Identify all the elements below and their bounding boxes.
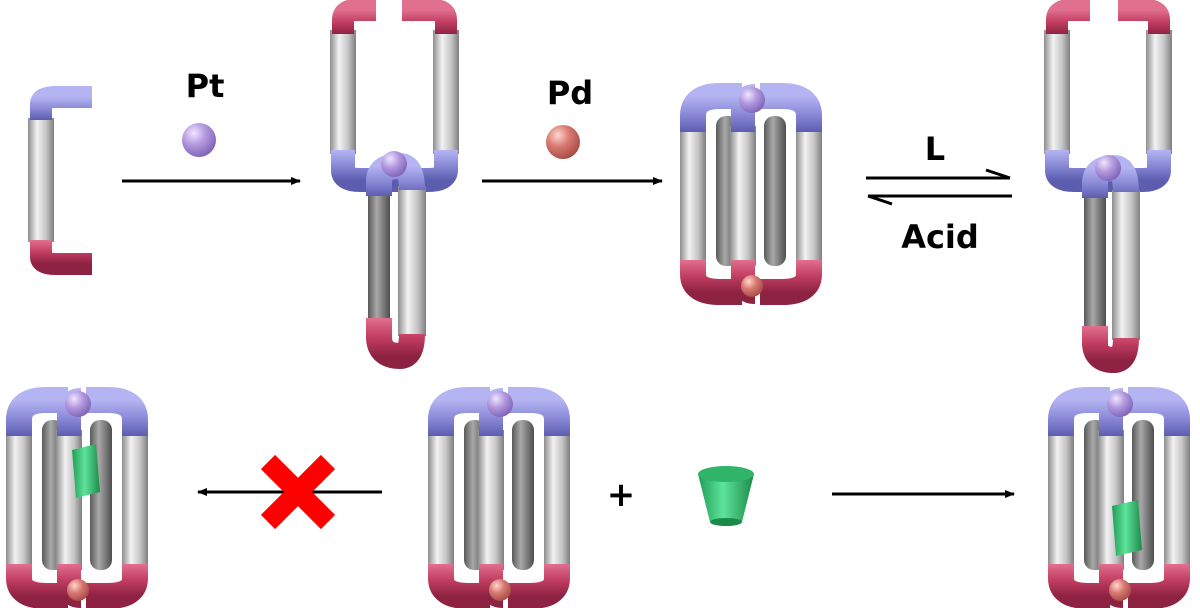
reopened-complex [1044,0,1172,374]
ligand-label: L [925,130,945,168]
equilibrium-arrows [866,168,1012,206]
pd-sphere-icon [546,125,580,159]
pt-label: Pt [186,67,225,105]
cage-guest-bottom [1048,391,1190,601]
cage-guest-top [6,391,148,601]
closed-cage [680,87,822,297]
ligand-c-shape [28,86,92,275]
pt-complex [330,0,459,370]
acid-label: Acid [901,218,979,256]
pt-sphere-icon [182,123,216,157]
pd-label: Pd [547,74,593,112]
guest-truncated-cone-icon [698,466,754,526]
empty-cage [428,391,570,601]
blocked-cross-icon [260,454,336,530]
plus-sign: + [607,475,636,515]
